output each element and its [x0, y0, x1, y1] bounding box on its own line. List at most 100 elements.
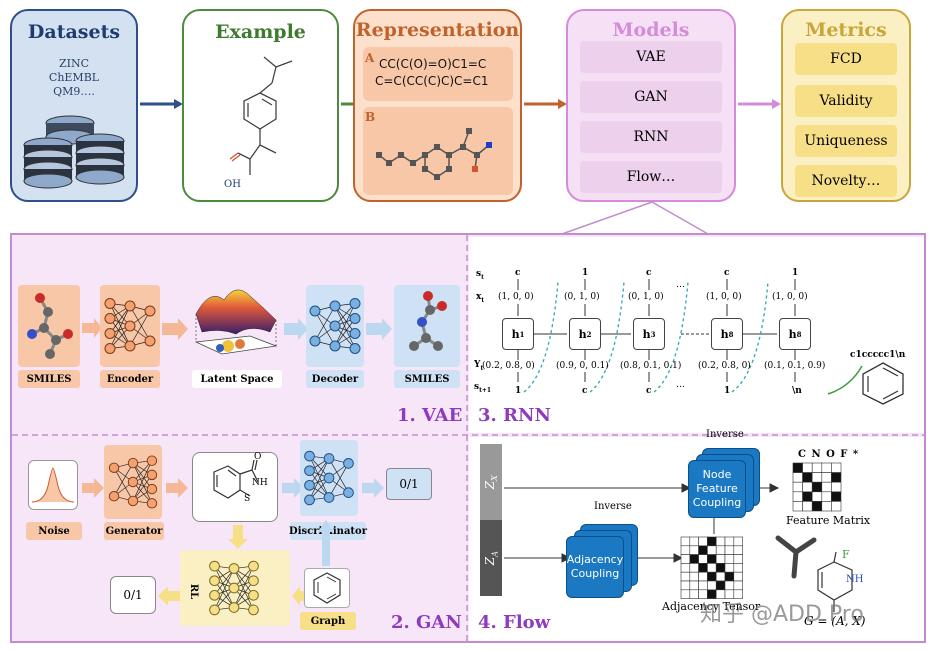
model-gan: GAN	[580, 81, 722, 113]
rnn-input-token-1: c	[515, 268, 521, 278]
vae-output-molecule-icon	[409, 291, 447, 351]
rnn-output-token-5: \n	[792, 386, 802, 396]
gan-arrow-down	[228, 525, 248, 549]
vae-encoder-label: Encoder	[100, 370, 160, 388]
metric-uniqueness: Uniqueness	[795, 125, 897, 157]
flow-feature-matrix-label: Feature Matrix	[786, 514, 871, 527]
representation-panel: Representation A CC(C(O)=O)C1=C C=C(CC(C…	[353, 9, 522, 202]
vae-output-label: SMILES	[394, 370, 460, 388]
rnn-section-title: 3. RNN	[478, 405, 551, 426]
benzisothiazolone-icon	[213, 459, 259, 499]
gan-section-title: 2. GAN	[391, 612, 462, 633]
gaussian-noise-icon	[31, 467, 75, 503]
flow-f-atom: F	[842, 548, 850, 561]
example-panel: Example OH	[182, 9, 339, 202]
rnn-label-s-next: st+1	[474, 382, 492, 394]
rnn-label-y: Yt	[474, 360, 484, 372]
gan-arrow-3	[282, 478, 304, 498]
flow-atom-header: C N O F *	[798, 449, 860, 460]
gan-discriminator-network-icon	[304, 450, 354, 506]
metrics-title: Metrics	[805, 19, 887, 41]
rnn-x-vector-5: (1, 0, 0)	[772, 292, 808, 302]
watermark-text: 知乎 @ADD Pro	[700, 602, 864, 627]
metrics-panel: Metrics FCD Validity Uniqueness Novelty…	[781, 9, 911, 202]
rnn-input-token-4: c	[724, 268, 730, 278]
vae-decoder-label: Decoder	[306, 370, 364, 388]
flow-fluoropyridinone-icon	[817, 552, 853, 612]
benzene-ring-icon	[862, 362, 904, 405]
dataset-name-chembl: ChEMBL	[48, 71, 100, 84]
rnn-arrows	[517, 279, 863, 395]
flow-node-coupling-block: Node Feature Coupling	[688, 460, 746, 518]
arrow-representation-to-models	[524, 99, 567, 109]
rnn-output-smiles: c1ccccc1\n	[850, 350, 906, 360]
vae-section-title: 1. VAE	[397, 405, 463, 426]
gan-arrow-1	[82, 478, 104, 498]
flow-nh-atom: NH	[846, 574, 864, 585]
gan-generated-molecule-box	[192, 452, 278, 522]
graph-box	[363, 107, 513, 195]
smiles-line-2: C=C(CC(C)C)C=C1	[375, 74, 489, 88]
gan-noise-label: Noise	[26, 522, 82, 540]
gan-graph-box	[304, 568, 350, 608]
smiles-box	[363, 47, 513, 101]
rnn-output-token-4: 1	[724, 386, 731, 396]
ibuprofen-structure-icon	[229, 56, 293, 175]
rnn-input-token-2: 1	[582, 268, 589, 278]
metric-fcd: FCD	[795, 43, 897, 75]
dataset-name-zinc: ZINC	[58, 57, 90, 70]
rnn-ellipsis-bottom: …	[676, 380, 685, 390]
gan-rl-label: RL	[188, 583, 200, 600]
example-oh-label: OH	[224, 179, 241, 190]
vae-arrow-4	[366, 318, 392, 340]
gan-arrow-4	[362, 478, 384, 498]
latent-space-surface-icon	[194, 289, 278, 355]
arrow-models-to-metrics	[738, 99, 781, 109]
vae-arrow-3	[284, 318, 308, 340]
flow-adjacency-tensor-grid	[680, 536, 743, 599]
flow-za-label: ZA	[482, 550, 500, 566]
rnn-diagram: st xt Yt st+1 c 1 c c 1 (1, 0, 0) (0, 1,…	[470, 262, 920, 432]
datasets-panel: Datasets ZINC ChEMBL QM9….	[10, 9, 138, 202]
rnn-label-x: xt	[476, 292, 485, 304]
rnn-x-vector-1: (1, 0, 0)	[498, 292, 534, 302]
rnn-output-token-3: c	[646, 386, 652, 396]
flow-inverse-top-label: Inverse	[706, 429, 744, 440]
example-title: Example	[215, 21, 306, 43]
dataset-name-qm9: QM9….	[53, 85, 95, 98]
gan-generator-network-icon	[108, 455, 158, 509]
flow-graph-formula: G = (A, X)	[804, 614, 866, 628]
flow-zx-label: ZX	[482, 474, 500, 490]
gan-nh-atom: NH	[252, 478, 268, 488]
zoom-connector	[561, 201, 709, 235]
gan-graph-label: Graph	[300, 612, 356, 630]
gan-s-atom: S	[244, 494, 251, 504]
rep-a-label: A	[365, 51, 375, 65]
rep-b-label: B	[365, 110, 376, 124]
rnn-y-vector-1: (0.2, 0.8, 0)	[482, 361, 535, 371]
rnn-x-vector-3: (0, 1, 0)	[628, 292, 664, 302]
datasets-title: Datasets	[27, 21, 121, 43]
rnn-output-token-1: 1	[515, 386, 522, 396]
flow-za-bar: ZA	[480, 520, 502, 596]
model-vae: VAE	[580, 41, 722, 73]
vae-latent-label: Latent Space	[192, 370, 282, 388]
rnn-y-vector-5: (0.1, 0.1, 0.9)	[764, 361, 826, 371]
rnn-x-vector-4: (1, 0, 0)	[706, 292, 742, 302]
molecule-graph-icon	[376, 128, 492, 180]
vae-encoder-network-icon	[104, 298, 156, 354]
metric-validity: Validity	[795, 85, 897, 117]
flow-adjacency-tensor-label: Adjacency Tensor	[662, 600, 761, 613]
gan-arrow-2	[166, 478, 188, 498]
representation-title: Representation	[355, 19, 520, 41]
rnn-label-s: st	[476, 269, 484, 281]
model-flow: Flow…	[580, 161, 722, 193]
gan-output-top: 0/1	[386, 468, 432, 500]
rnn-output-token-2: c	[582, 386, 588, 396]
flow-molecule-3d-icon	[775, 535, 817, 579]
arrow-datasets-to-example	[140, 99, 183, 109]
rnn-input-token-5: 1	[792, 268, 799, 278]
